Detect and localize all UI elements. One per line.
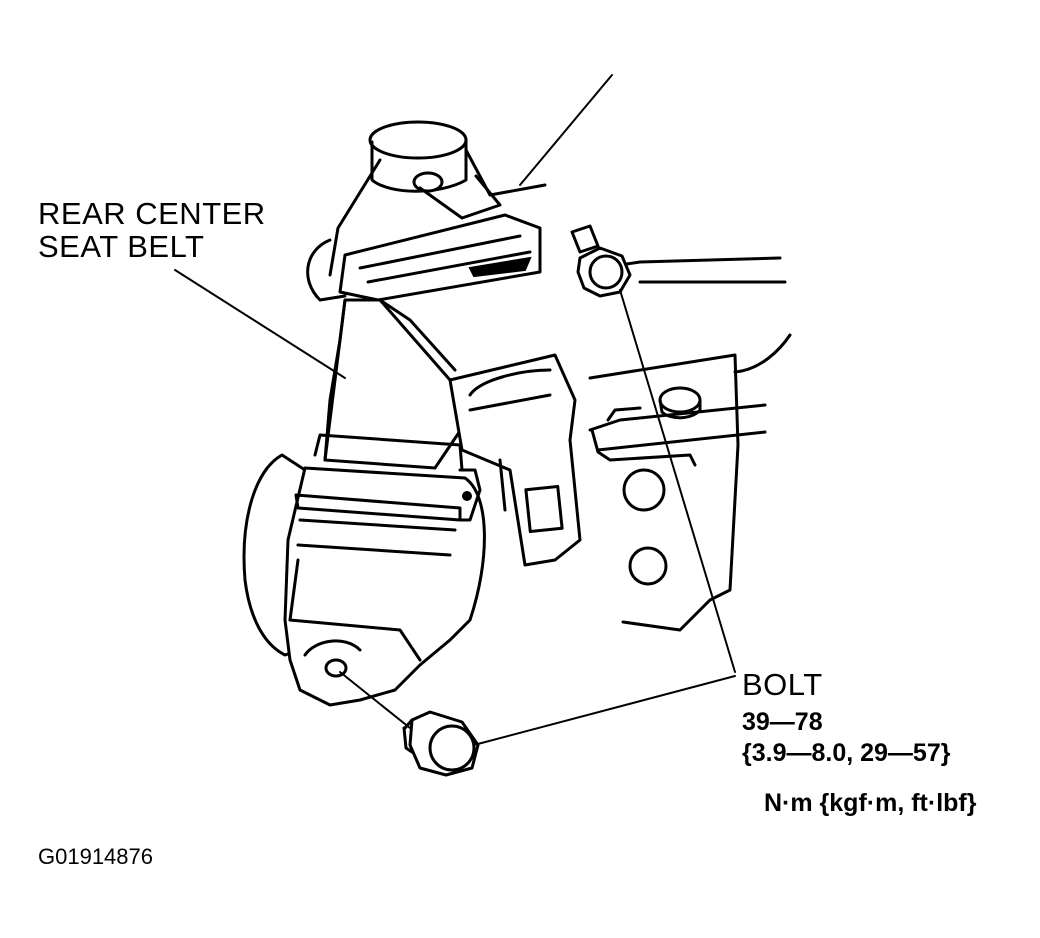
upper-bolt	[570, 224, 632, 298]
belt-tongue	[448, 353, 582, 567]
rear-center-seat-belt-label: REAR CENTER SEAT BELT	[38, 196, 266, 264]
upper-anchor	[306, 120, 547, 302]
leader-upper-anchor	[519, 74, 613, 186]
leader-bolt-upper	[619, 289, 736, 673]
torque-value: 39—78	[742, 708, 823, 736]
leader-lines	[174, 74, 736, 746]
retractor	[242, 433, 486, 707]
figure-id: G01914876	[38, 844, 153, 869]
torque-alt-value: {3.9—8.0, 29—57}	[742, 739, 951, 767]
bolt-label: BOLT	[742, 667, 823, 702]
leader-bolt-lower	[473, 675, 736, 746]
leader-lower-hole	[339, 671, 411, 729]
body-panel	[583, 256, 792, 632]
leader-rear-center	[174, 269, 346, 379]
torque-units: N·m {kgf·m, ft·lbf}	[764, 789, 977, 817]
upper-clip	[658, 386, 702, 420]
lower-bolt	[402, 710, 480, 777]
belt-guide	[338, 213, 542, 302]
rear-center-line1: REAR CENTER	[38, 196, 266, 231]
rear-center-line2: SEAT BELT	[38, 228, 205, 264]
